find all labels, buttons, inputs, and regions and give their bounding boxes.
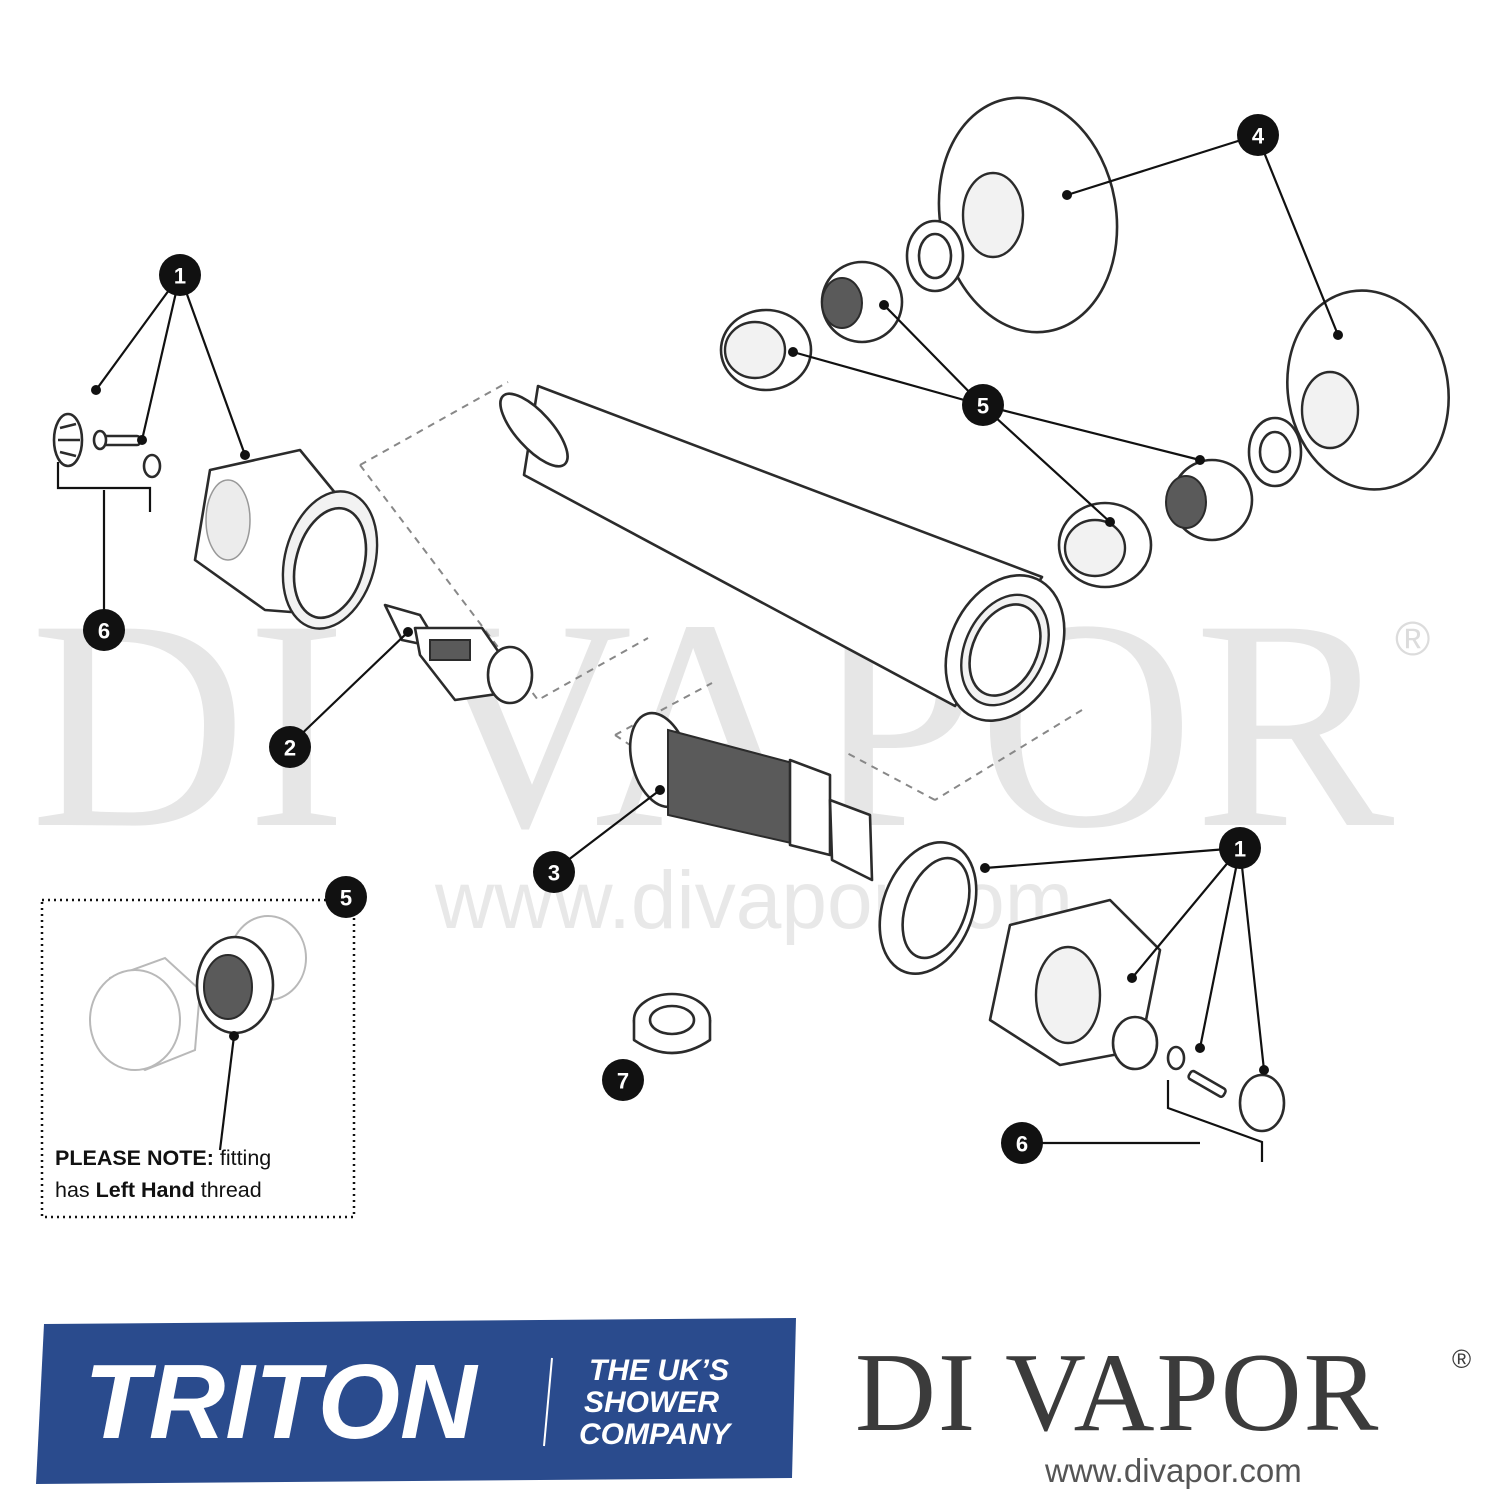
- callout-6-left: 6: [83, 609, 125, 651]
- callout-5-note: 5: [325, 876, 367, 918]
- note-line2-end: thread: [195, 1178, 262, 1202]
- callout-5-main: 5: [962, 384, 1004, 426]
- callout-number: 2: [284, 736, 296, 761]
- triton-tagline-line2: SHOWER: [584, 1386, 719, 1419]
- upper-alignment-guide: [359, 381, 649, 702]
- callout-number: 1: [1234, 837, 1246, 862]
- callout-number: 6: [1016, 1132, 1028, 1157]
- callout-number: 5: [340, 886, 352, 911]
- note-bold-prefix: PLEASE NOTE:: [55, 1146, 214, 1170]
- right-handle: [988, 898, 1162, 1071]
- watermark-name: DI VAPOR: [30, 558, 1396, 890]
- callout-number: 7: [617, 1069, 629, 1094]
- callout-number: 5: [977, 394, 989, 419]
- callout-6-right: 6: [1001, 1122, 1043, 1164]
- callout-number: 6: [98, 619, 110, 644]
- leader-lines: [95, 133, 1340, 1145]
- watermark-url: www.divapor.com: [434, 855, 1073, 946]
- right-screw-cap-group: [1166, 1045, 1286, 1162]
- retaining-ring: [878, 840, 978, 976]
- check-valve: [632, 992, 712, 1055]
- callout-7: 7: [602, 1059, 644, 1101]
- callout-number: 4: [1252, 124, 1265, 149]
- divapor-logo-name: DI VAPOR: [855, 1331, 1380, 1455]
- thermostatic-cartridge: [628, 711, 874, 882]
- divapor-registered-mark: ®: [1452, 1344, 1471, 1374]
- leader-end-dots: [91, 190, 1343, 1075]
- left-handle-shroud: [193, 448, 379, 630]
- divapor-logo: DI VAPOR ® www.divapor.com: [855, 1330, 1485, 1500]
- note-line2-start: has: [55, 1178, 96, 1202]
- callout-3: 3: [533, 851, 575, 893]
- note-line1-rest: fitting: [214, 1146, 271, 1170]
- divapor-url: www.divapor.com: [1044, 1452, 1302, 1489]
- left-screw-cap-group: [52, 412, 162, 610]
- triton-logo-divider: [543, 1357, 553, 1447]
- triton-logo: TRITON THE UK’S SHOWER COMPANY: [34, 1316, 800, 1486]
- triton-tagline-line1: THE UK’S: [589, 1354, 729, 1387]
- left-hand-thread-note: PLEASE NOTE: fitting has Left Hand threa…: [40, 898, 356, 1219]
- callout-1-right: 1: [1219, 827, 1261, 869]
- wall-fittings: [719, 96, 1450, 589]
- valve-body: [499, 384, 1066, 722]
- watermark-registered-mark: ®: [1395, 613, 1430, 666]
- callout-4: 4: [1237, 114, 1279, 156]
- triton-tagline-line3: COMPANY: [579, 1418, 733, 1451]
- triton-logo-name: TRITON: [84, 1343, 479, 1461]
- callout-2: 2: [269, 726, 311, 768]
- flow-cartridge: [383, 603, 534, 705]
- triton-logo-background: [36, 1318, 796, 1484]
- callout-1-top-left: 1: [159, 254, 201, 296]
- note-line2-bold: Left Hand: [96, 1178, 195, 1202]
- svg-text:has Left Hand thread: has Left Hand thread: [55, 1178, 262, 1202]
- callout-number: 1: [174, 264, 186, 289]
- svg-text:PLEASE NOTE: fitting: PLEASE NOTE: fitting: [55, 1146, 271, 1170]
- callout-number: 3: [548, 861, 560, 886]
